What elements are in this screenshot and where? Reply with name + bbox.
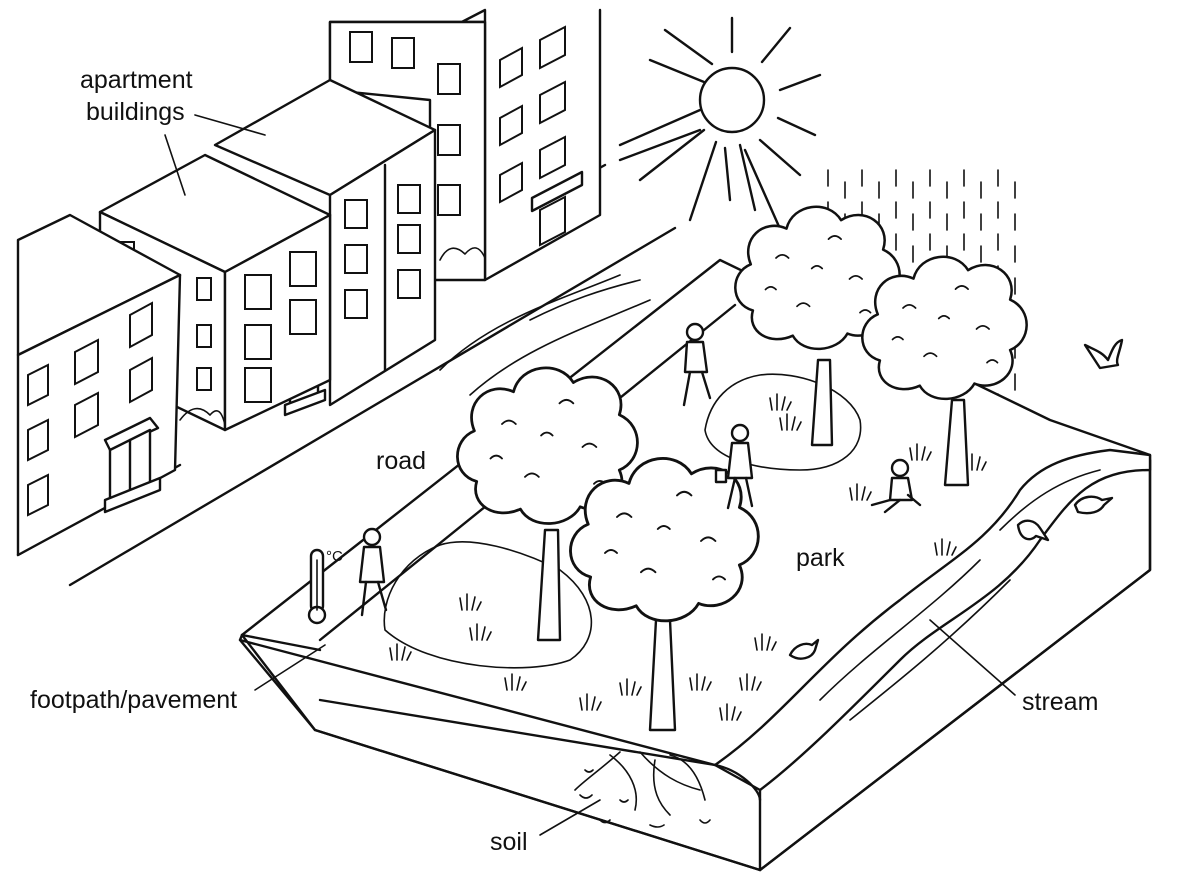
tree-front — [569, 456, 760, 732]
ground-patches — [383, 373, 862, 669]
person-walking-1 — [682, 322, 712, 407]
bird-perched-2 — [1016, 519, 1050, 542]
park-trees — [456, 205, 1028, 732]
leader-footpath — [254, 644, 326, 691]
tree-middle — [456, 366, 639, 642]
leader-stream — [929, 619, 1016, 696]
bird-flying — [1083, 338, 1124, 370]
birds — [788, 338, 1124, 660]
label-apartment-buildings-2: buildings — [86, 98, 185, 126]
label-road: road — [376, 447, 426, 475]
tree-back-right — [861, 255, 1028, 487]
label-footpath: footpath/pavement — [30, 686, 237, 714]
tree-back-left — [734, 205, 901, 447]
labels: apartment buildings road park footpath/p… — [30, 66, 1098, 856]
label-apartment-buildings-1: apartment — [80, 66, 193, 94]
label-stream: stream — [1022, 688, 1098, 716]
label-soil: soil — [490, 828, 528, 856]
bird-perched-3 — [788, 638, 820, 660]
label-leaders — [164, 114, 1016, 836]
sun — [618, 16, 822, 242]
leader-apartment-2 — [194, 114, 266, 136]
thermometer: °C — [307, 548, 343, 625]
label-park: park — [796, 544, 845, 572]
thermometer-unit: °C — [326, 548, 343, 565]
leader-soil — [539, 799, 601, 836]
leader-apartment-1 — [164, 134, 186, 196]
building-front — [16, 213, 182, 557]
person-walking-2 — [714, 423, 754, 510]
person-sitting — [870, 458, 922, 514]
apartment-buildings — [16, 8, 602, 557]
bird-perched-1 — [1073, 495, 1114, 515]
person-walking-3 — [358, 527, 388, 617]
people — [358, 322, 922, 617]
